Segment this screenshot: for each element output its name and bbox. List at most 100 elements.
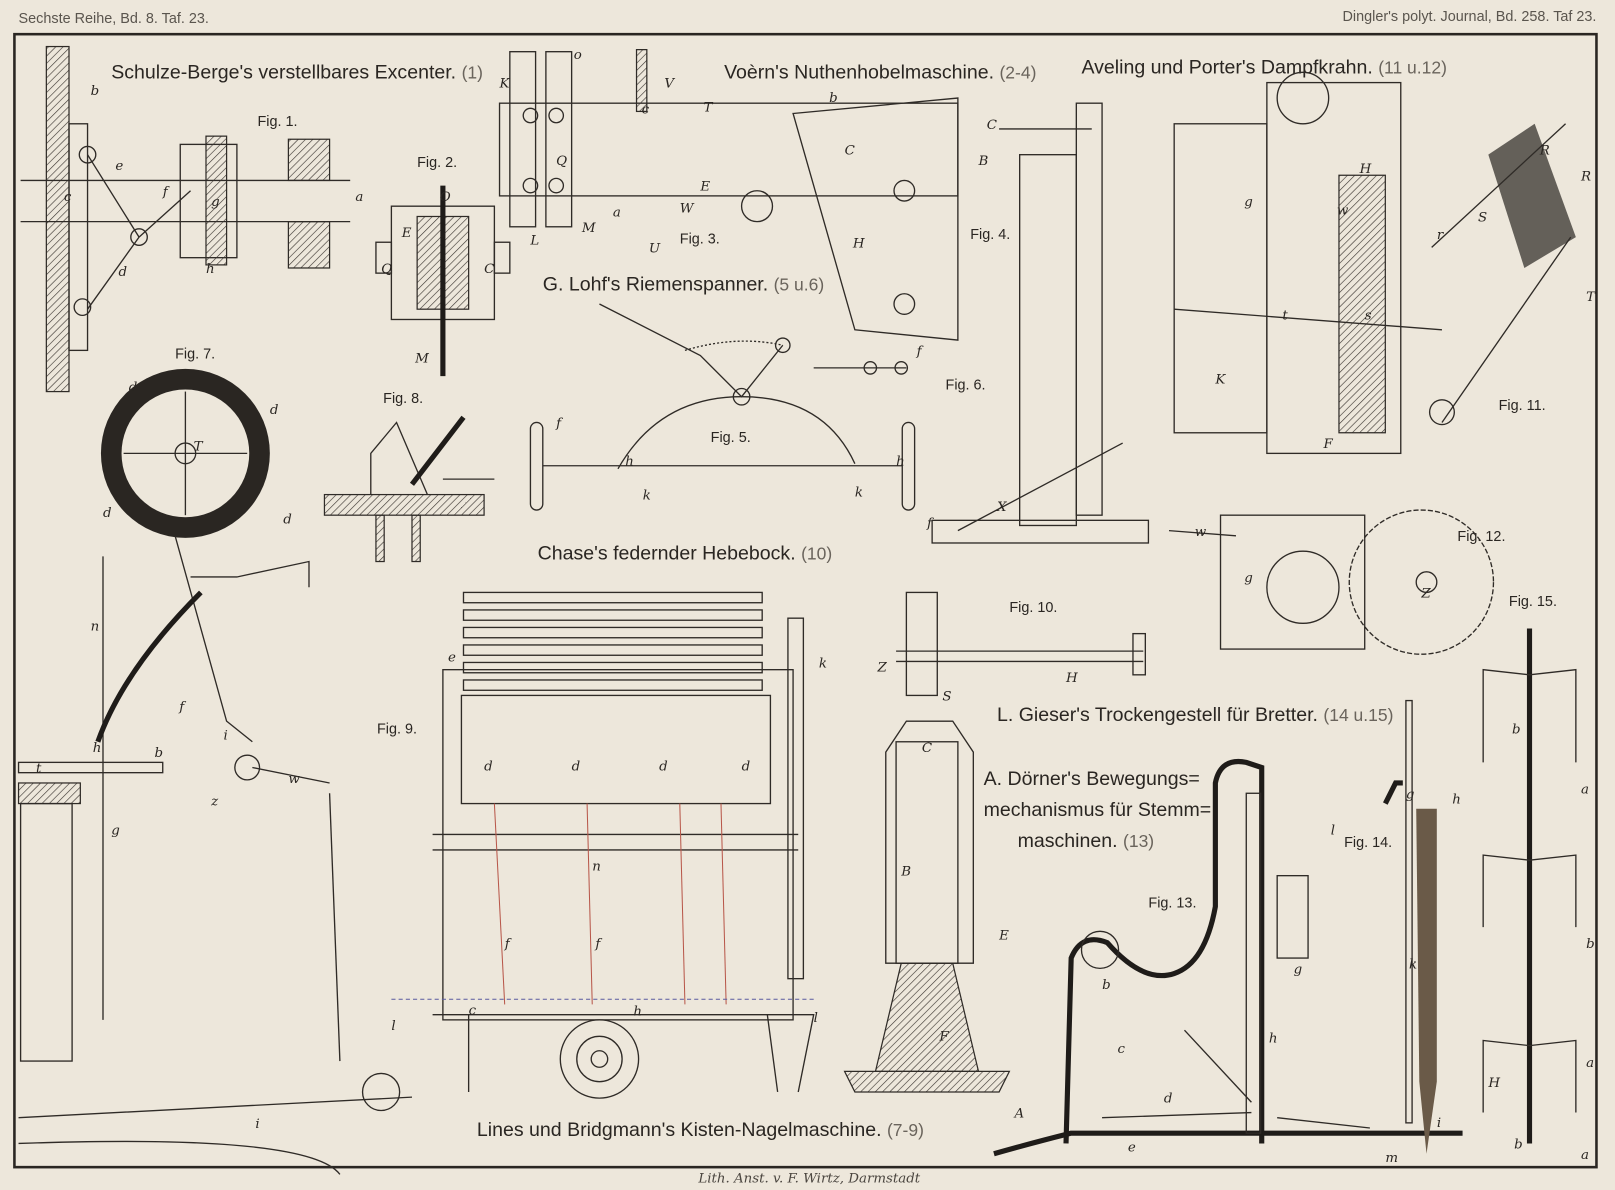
fig-11-label: Fig. 11. <box>1499 398 1546 414</box>
title-riemenspanner-num: (5 u.6) <box>774 275 825 295</box>
letter-callout: X <box>996 500 1007 515</box>
fig-9-label: Fig. 9. <box>377 722 417 738</box>
letter-callout: A <box>1013 1107 1025 1122</box>
title-nuthenhobel: Voèrn's Nuthenhobelmaschine. <box>724 61 994 83</box>
title-dampfkrahn: Aveling und Porter's Dampfkrahn. <box>1081 56 1372 78</box>
letter-callout: C <box>922 741 932 756</box>
title-trockengestell-line: L. Gieser's Trockengestell für Bretter. … <box>997 704 1393 726</box>
title-nagelmaschine: Lines und Bridgmann's Kisten-Nagelmaschi… <box>477 1119 882 1141</box>
title-dampfkrahn-num: (11 u.12) <box>1378 57 1447 77</box>
letter-callout: f <box>916 345 924 360</box>
section-titles: Schulze-Berge's verstellbares Excenter. … <box>111 56 1447 1141</box>
title-riemenspanner-line: G. Lohf's Riemenspanner. (5 u.6) <box>543 274 824 296</box>
letter-callout: l <box>814 1011 818 1026</box>
fig-6-label: Fig. 6. <box>946 378 986 394</box>
letter-callout: d <box>103 506 112 521</box>
fig-1-label: Fig. 1. <box>257 114 297 130</box>
letter-callout: W <box>680 201 695 216</box>
letter-callout: e <box>115 159 123 174</box>
letter-callout: h <box>1269 1032 1278 1047</box>
fig-11-dampfkrahn-drawing <box>1173 71 1576 455</box>
letter-callout: g <box>1244 571 1253 586</box>
title-doerner-line3-row: maschinen. (13) <box>1018 830 1155 852</box>
figure-labels: Fig. 1. Fig. 2. Fig. 3. Fig. 4. Fig. 5. … <box>175 114 1557 912</box>
letter-callout: k <box>855 486 863 501</box>
title-excenter-line: Schulze-Berge's verstellbares Excenter. … <box>111 61 483 83</box>
letter-callout: h <box>93 741 102 756</box>
letter-callout: a <box>613 205 621 220</box>
fig-12-drawing <box>1168 509 1495 655</box>
letter-callout: S <box>1478 211 1487 226</box>
letter-callout: R <box>1539 144 1550 159</box>
letter-callout: h <box>625 455 634 470</box>
fig-4-label: Fig. 4. <box>970 227 1010 243</box>
fig-9-boards <box>462 591 763 691</box>
title-hebebock: Chase's federnder Hebebock. <box>538 542 796 564</box>
letter-callout: O <box>440 190 451 205</box>
letter-callout: t <box>36 762 42 777</box>
header-left: Sechste Reihe, Bd. 8. Taf. 23. <box>19 11 209 27</box>
letter-callout: i <box>255 1117 259 1132</box>
letter-callout: w <box>288 772 300 787</box>
letter-callout: S <box>942 690 951 705</box>
letter-callout: w <box>1195 525 1207 540</box>
fig-14-label: Fig. 14. <box>1344 835 1392 851</box>
fig-10-hebebock-drawing <box>843 591 1147 1093</box>
letter-callout: H <box>1359 162 1372 177</box>
letter-callout: l <box>391 1019 395 1034</box>
letter-callout: f <box>162 185 170 200</box>
letter-callout: e <box>1128 1141 1136 1156</box>
letter-callout: T <box>194 439 204 454</box>
plate-frame <box>13 32 1598 1169</box>
letter-callout: H <box>1487 1076 1500 1091</box>
letter-callout: l <box>1331 823 1335 838</box>
title-doerner-line3: maschinen. <box>1018 830 1118 852</box>
letter-callout: h <box>633 1005 642 1020</box>
letter-callout: r <box>1437 228 1445 243</box>
fig-3-nuthenhobel-drawing <box>498 49 959 341</box>
fig-13-label: Fig. 13. <box>1148 896 1196 912</box>
letter-callout: o <box>574 48 582 63</box>
letter-callout: t <box>1282 308 1288 323</box>
title-hebebock-line: Chase's federnder Hebebock. (10) <box>538 542 833 564</box>
letter-callout: f <box>504 937 512 952</box>
letter-callout: B <box>900 865 911 880</box>
letter-callout: E <box>401 226 412 241</box>
letter-callout: T <box>703 100 713 115</box>
fig-10-label: Fig. 10. <box>1009 600 1057 616</box>
title-nagelmaschine-line: Lines und Bridgmann's Kisten-Nagelmaschi… <box>477 1119 924 1141</box>
fig-5-riemenspanner-drawing <box>529 303 916 511</box>
fig-5-label: Fig. 5. <box>711 430 751 446</box>
letter-callout: L <box>529 233 539 248</box>
fig-9-nailing-machine-front <box>391 591 815 1099</box>
letter-callout: d <box>118 265 127 280</box>
letter-callout: w <box>1337 203 1349 218</box>
letter-callout: b <box>829 91 838 106</box>
letter-callout: d <box>283 512 292 527</box>
fig-7-label: Fig. 7. <box>175 347 215 363</box>
letter-callout: i <box>224 729 228 744</box>
letter-callout: d <box>270 403 279 418</box>
letter-callout: g <box>111 823 120 838</box>
fig-12-label: Fig. 12. <box>1457 529 1505 545</box>
letter-callout: C <box>845 144 855 159</box>
fig-8-label: Fig. 8. <box>383 391 423 407</box>
letter-callout: C <box>484 262 494 277</box>
letter-callout: m <box>1385 1151 1398 1166</box>
fig-2-drawing <box>375 185 511 377</box>
letter-callout: E <box>699 180 710 195</box>
letter-callout: E <box>998 929 1009 944</box>
letter-callout: C <box>987 118 997 133</box>
letter-callout: Q <box>556 154 567 169</box>
title-doerner-line2: mechanismus für Stemm= <box>984 799 1212 821</box>
letter-callout: K <box>499 77 511 92</box>
letter-callout: c <box>1118 1042 1126 1057</box>
letter-callout: h <box>206 262 215 277</box>
letter-callout: Z <box>1420 587 1431 602</box>
letter-callout: a <box>355 190 363 205</box>
letter-callout: b <box>1102 978 1111 993</box>
letter-callout: d <box>572 760 581 775</box>
letter-callout: s <box>1365 308 1372 323</box>
